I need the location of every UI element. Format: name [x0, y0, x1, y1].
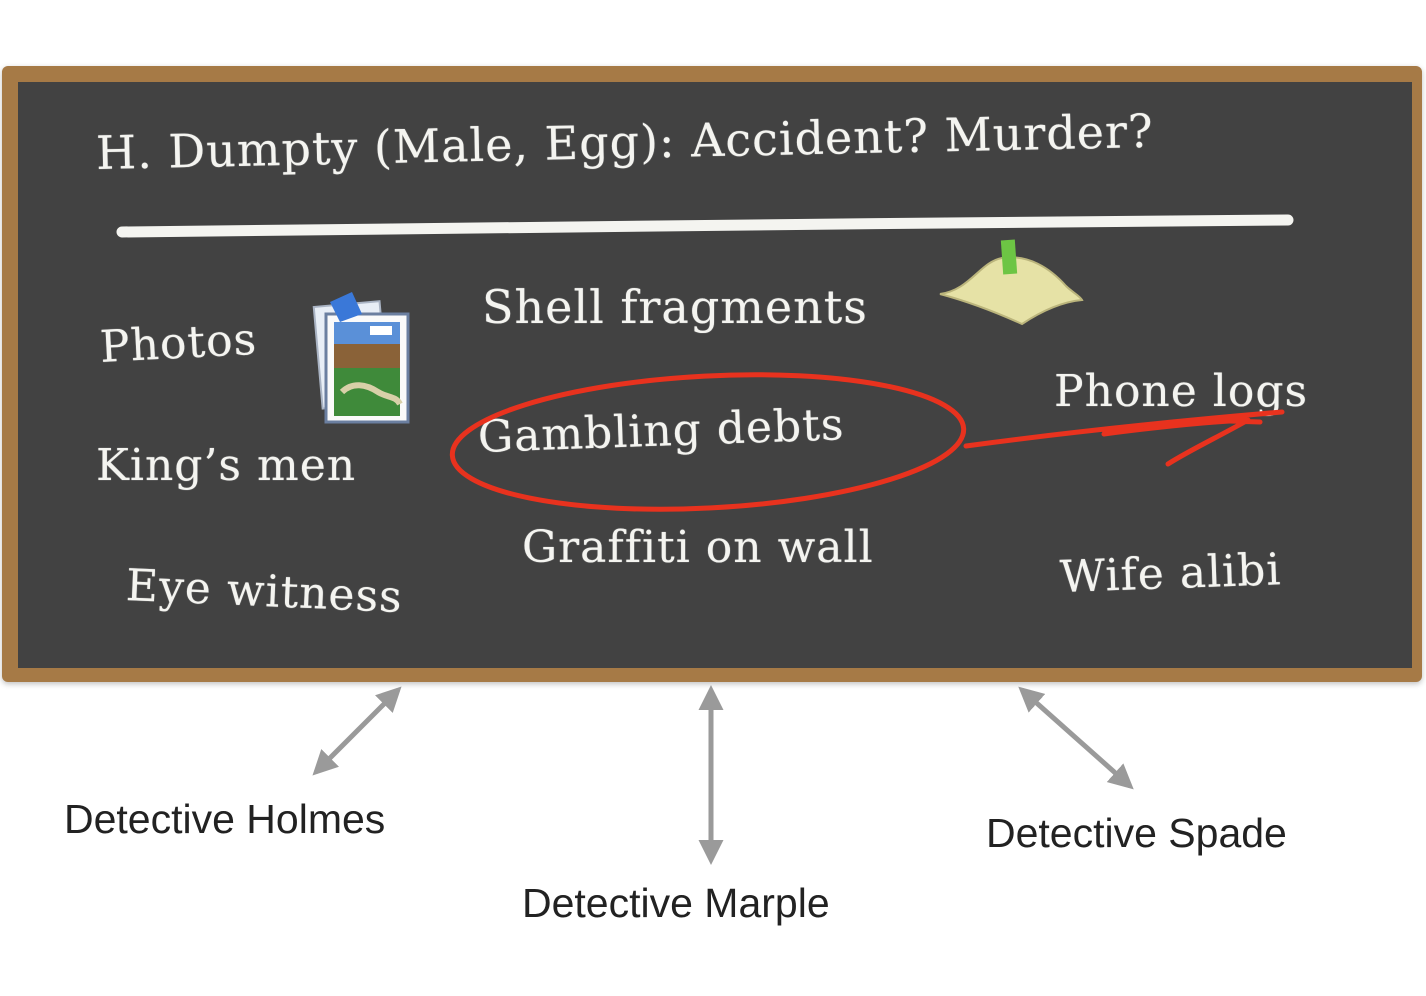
egg-shell-icon: [939, 239, 1084, 326]
detective-spade-label: Detective Spade: [986, 810, 1287, 856]
highlight-circle: [449, 372, 967, 512]
clue-shell-fragments: Shell fragments: [482, 280, 868, 334]
clue-graffiti-on-wall: Graffiti on wall: [522, 522, 874, 573]
photos-icon: [312, 292, 410, 424]
holmes-arrow: [312, 686, 402, 776]
clue-phone-logs: Phone logs: [1054, 366, 1309, 417]
spade-arrow: [1018, 686, 1134, 790]
detective-marple-label: Detective Marple: [522, 880, 830, 926]
clue-kings-men: King’s men: [96, 440, 357, 491]
detective-holmes-label: Detective Holmes: [64, 796, 386, 842]
title-underline: [116, 214, 1294, 238]
highlight-arrow: [963, 409, 1285, 467]
